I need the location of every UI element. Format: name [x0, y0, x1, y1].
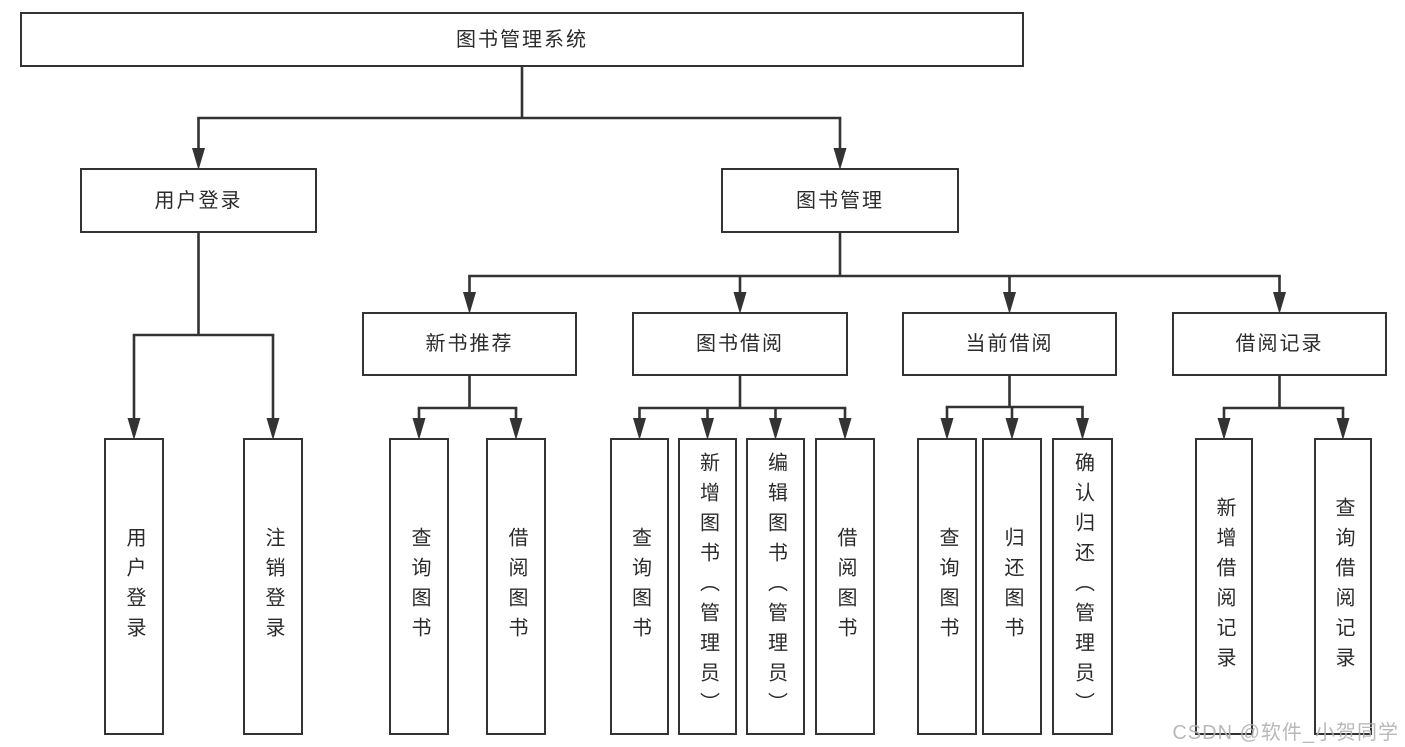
node-borrow-records: 借阅记录 [1172, 312, 1387, 376]
node-login: 用户登录 [104, 438, 164, 735]
node-root: 图书管理系统 [20, 12, 1024, 67]
node-borrow-book-2: 借阅图书 [815, 438, 875, 735]
node-query-book-3: 查询图书 [917, 438, 977, 735]
node-add-book: 新增图书（管理员） [678, 438, 737, 735]
node-user-login: 用户登录 [80, 168, 317, 233]
node-book-borrow: 图书借阅 [632, 312, 848, 376]
node-query-book-2: 查询图书 [610, 438, 669, 735]
node-confirm-return: 确认归还（管理员） [1052, 438, 1113, 735]
node-new-book-rec: 新书推荐 [362, 312, 577, 376]
node-logout: 注销登录 [243, 438, 303, 735]
watermark: CSDN @软件_小贺同学 [1172, 722, 1399, 744]
node-return-book: 归还图书 [982, 438, 1042, 735]
node-edit-book: 编辑图书（管理员） [746, 438, 805, 735]
node-book-mgmt: 图书管理 [721, 168, 959, 233]
node-borrow-book-1: 借阅图书 [486, 438, 546, 735]
node-add-borrow-record: 新增借阅记录 [1195, 438, 1253, 735]
node-query-borrow-record: 查询借阅记录 [1314, 438, 1372, 735]
node-query-book-1: 查询图书 [389, 438, 449, 735]
node-current-borrow: 当前借阅 [902, 312, 1117, 376]
